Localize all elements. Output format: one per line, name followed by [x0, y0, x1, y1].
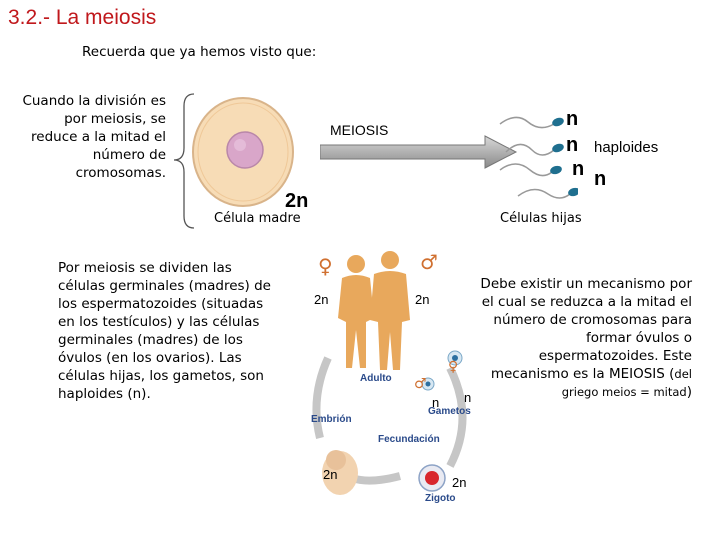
sperm-icon — [505, 143, 564, 156]
recall-text: Recuerda que ya hemos visto que: — [82, 44, 317, 60]
page-title: 3.2.- La meiosis — [8, 6, 157, 29]
female-symbol-icon: ♀ — [318, 254, 333, 278]
male-ploidy-label: 2n — [415, 292, 430, 307]
embryo-figure — [322, 450, 358, 495]
definition-text: Cuando la división es por meiosis, se re… — [22, 93, 166, 181]
right-paragraph-main: Debe existir un mecanismo por el cual se… — [480, 276, 692, 382]
adult-caption: Adulto — [360, 373, 392, 384]
gamete-ploidy-label: n — [464, 390, 472, 405]
zygote-ploidy-label: 2n — [452, 475, 467, 490]
right-paragraph-close: ) — [686, 384, 692, 400]
embryo-ploidy-label: 2n — [323, 467, 338, 482]
daughter-cells-caption: Células hijas — [500, 211, 582, 226]
left-paragraph: Por meiosis se dividen las células germi… — [58, 260, 271, 402]
mother-cell-caption: Célula madre — [214, 211, 301, 226]
meiosis-process-label: MEIOSIS — [330, 122, 389, 138]
daughter-ploidy-label: n — [566, 108, 579, 130]
daughter-ploidy-label: n — [572, 158, 585, 180]
sperm-icon — [517, 187, 578, 199]
female-figure — [338, 255, 374, 368]
gamete-female-symbol-icon: ♀ — [448, 359, 459, 375]
zygote-caption: Zigoto — [425, 493, 456, 504]
gamete-male-symbol-icon: ♂ — [414, 376, 427, 392]
male-figure — [370, 251, 410, 370]
zygote-figure — [418, 464, 446, 492]
haploid-label: haploides — [594, 139, 659, 156]
male-symbol-icon: ♂ — [420, 250, 438, 274]
sperm-icon — [499, 116, 564, 129]
daughter-ploidy-label: n — [594, 168, 607, 190]
right-paragraph: Debe existir un mecanismo por el cual se… — [470, 275, 692, 401]
sperm-icon — [499, 163, 562, 177]
gamete-ploidy-label: n — [432, 395, 440, 410]
nucleus-shape — [226, 131, 264, 169]
mother-ploidy-label: 2n — [285, 190, 309, 212]
embryo-caption: Embrión — [311, 414, 352, 425]
gametes-caption: Gametos — [428, 406, 471, 417]
life-cycle-illustration — [312, 251, 467, 495]
sperm-cells-illustration — [499, 116, 578, 199]
mother-cell-illustration — [192, 97, 294, 207]
brace-shape — [173, 93, 195, 229]
daughter-ploidy-label: n — [566, 134, 579, 156]
right-paragraph-note: del griego meios = mitad — [561, 367, 692, 399]
female-ploidy-label: 2n — [314, 292, 329, 307]
meiosis-arrow — [320, 135, 518, 169]
fertilization-caption: Fecundación — [378, 434, 440, 445]
